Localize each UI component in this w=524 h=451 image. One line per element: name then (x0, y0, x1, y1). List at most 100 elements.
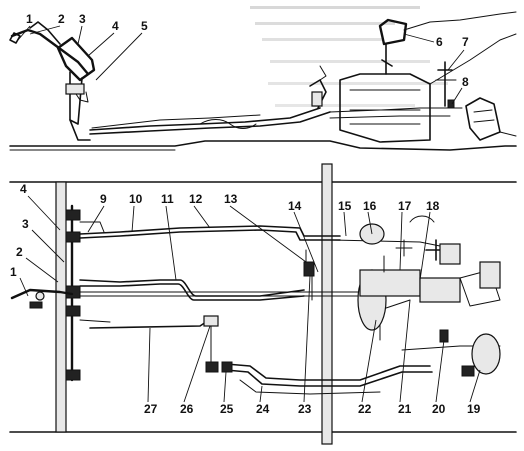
wheel-detail (473, 109, 495, 123)
pedal-assembly (9, 21, 96, 141)
callout-19: 19 (467, 402, 481, 416)
side-view: 1 2 3 4 5 6 7 8 (9, 6, 517, 151)
callout-9: 9 (100, 192, 107, 206)
plan-line-upper-2 (79, 229, 341, 241)
rear-crossmember (321, 163, 333, 445)
pedal-arm-2 (29, 21, 61, 45)
wheel-line (499, 131, 517, 137)
callout-3: 3 (22, 217, 29, 231)
callout-top-5: 5 (141, 19, 148, 33)
callout-20: 20 (432, 402, 446, 416)
callout-16: 16 (363, 199, 377, 213)
rear-line-2 (329, 115, 451, 119)
callout-17: 17 (398, 199, 412, 213)
mid-valve (203, 315, 233, 373)
line-c (91, 114, 261, 129)
callout-top-7: 7 (462, 35, 469, 49)
callout-18: 18 (426, 199, 440, 213)
callout-2: 2 (16, 245, 23, 259)
plan-leaders (19, 195, 481, 403)
rear-line (329, 107, 463, 113)
handbrake-clip (447, 99, 455, 109)
plan-line-mid (79, 279, 305, 297)
front-link-1 (79, 221, 105, 233)
handbrake-lever (437, 61, 453, 107)
callout-21: 21 (398, 402, 412, 416)
mid-valve-body (203, 315, 219, 327)
plan-line-mid-2 (79, 283, 305, 301)
rear-housing (339, 11, 517, 143)
plan-brake-lines (79, 225, 501, 395)
top-callouts: 1 2 3 4 5 6 7 8 (17, 12, 469, 105)
center-tee (303, 261, 315, 277)
callout-10: 10 (129, 192, 143, 206)
line-a (89, 107, 321, 131)
callout-11: 11 (161, 192, 174, 206)
callout-26: 26 (180, 402, 194, 416)
master-cylinder-outlet (75, 91, 89, 103)
front-crossmember (55, 181, 67, 433)
master-cylinder (65, 83, 85, 95)
front-clip-2 (65, 231, 81, 243)
line-wiggle (199, 119, 257, 129)
rear-hub-upper (439, 243, 461, 265)
differential (419, 277, 461, 303)
pedal-bracket (56, 36, 96, 82)
callout-12: 12 (189, 192, 203, 206)
front-link-2 (79, 319, 111, 323)
tee-pipe (319, 65, 327, 81)
rear-axle-housing (359, 269, 421, 297)
floor-line (9, 140, 517, 151)
pedal-stand (69, 71, 83, 125)
front-clip-3 (65, 285, 81, 299)
rear-drum-lower (471, 333, 501, 375)
rear-clip-lower-2 (461, 365, 475, 377)
callout-top-4: 4 (112, 19, 119, 33)
plan-callouts: 4 3 2 1 9 10 11 12 13 14 15 16 17 18 19 … (10, 182, 481, 416)
housing-outline (339, 73, 431, 143)
plan-view: 4 3 2 1 9 10 11 12 13 14 15 16 17 18 19 … (9, 163, 517, 445)
wheel-backplate (465, 97, 501, 141)
plan-line-bottom-2 (225, 369, 433, 387)
pedal-foot (69, 119, 91, 141)
callout-15: 15 (338, 199, 352, 213)
plan-line-lower (89, 317, 213, 329)
bracket-arm (381, 59, 393, 67)
rear-curve (409, 215, 435, 223)
callout-4: 4 (20, 182, 27, 196)
callout-25: 25 (220, 402, 234, 416)
center-tee-pipes (305, 249, 313, 301)
handbrake-area (435, 61, 457, 109)
callout-top-2: 2 (58, 12, 65, 26)
bleed-through-text (250, 6, 448, 107)
plan-pedal-rod (10, 288, 74, 300)
plan-line-bottom-3 (239, 379, 381, 395)
callout-24: 24 (256, 402, 270, 416)
mid-tee (309, 65, 327, 109)
tee-block (311, 91, 323, 107)
callout-top-6: 6 (436, 35, 443, 49)
callout-1: 1 (10, 265, 17, 279)
pedal-lever (10, 28, 90, 76)
plan-pedal (10, 288, 74, 309)
rear-wheel-assembly (465, 97, 517, 141)
frame-diag (429, 33, 517, 85)
callout-top-3: 3 (79, 12, 86, 26)
callout-27: 27 (144, 402, 158, 416)
housing-ribs (349, 89, 421, 125)
callout-13: 13 (224, 192, 238, 206)
callout-top-8: 8 (462, 75, 469, 89)
frame-top (403, 11, 517, 31)
mid-valve-base-2 (221, 361, 233, 373)
mid-valve-base (205, 361, 219, 373)
top-leaders (17, 25, 465, 105)
rear-axle (357, 215, 501, 377)
callout-22: 22 (358, 402, 372, 416)
front-clip-1 (65, 209, 81, 221)
front-clip-4 (65, 305, 81, 317)
plan-line-rear-upper (331, 239, 441, 247)
spring-bracket (378, 18, 408, 46)
pedal-pad (9, 32, 21, 44)
